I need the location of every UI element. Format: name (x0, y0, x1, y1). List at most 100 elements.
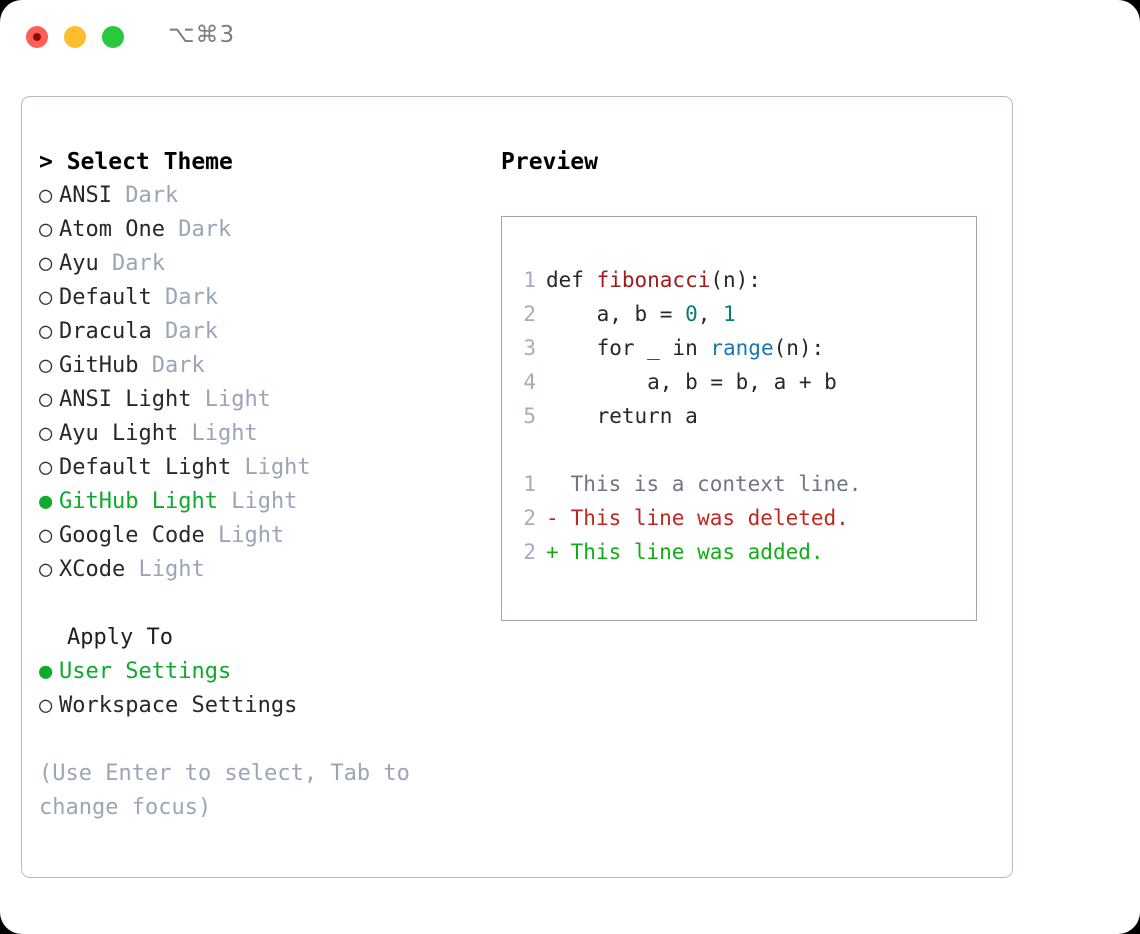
theme-name-label: GitHub Light (59, 489, 218, 514)
maximize-button[interactable] (102, 26, 124, 48)
apply-to-label: User Settings (59, 659, 232, 684)
theme-name-label: ANSI Light (59, 387, 192, 412)
code-token: range (710, 336, 774, 360)
theme-category-label: Light (231, 489, 298, 514)
preview-header: Preview (501, 149, 598, 175)
radio-unselected-icon: ○ (39, 693, 53, 718)
minimize-button[interactable] (64, 26, 86, 48)
line-number: 4 (523, 370, 536, 394)
radio-unselected-icon: ○ (39, 523, 53, 548)
radio-unselected-icon: ○ (39, 251, 53, 276)
theme-list-item[interactable]: ●GitHub Light Light (39, 485, 479, 519)
diff-line: 2- This line was deleted. (522, 501, 968, 535)
code-line: 3 for _ in range(n): (522, 331, 968, 365)
code-token: , (697, 302, 724, 326)
line-number: 2 (523, 506, 536, 530)
theme-list-item[interactable]: ○GitHub Dark (39, 349, 479, 383)
code-token: (n): (773, 336, 825, 360)
theme-category-label: Light (244, 455, 311, 480)
theme-category-label: Dark (112, 251, 165, 276)
code-line: 5 return a (522, 399, 968, 433)
apply-to-header: Apply To (67, 625, 173, 650)
radio-unselected-icon: ○ (39, 183, 53, 208)
radio-unselected-icon: ○ (39, 387, 53, 412)
theme-list-item[interactable]: ○Default Light Light (39, 451, 479, 485)
code-token: 0 (685, 302, 698, 326)
line-number: 2 (523, 540, 536, 564)
theme-name-label: Google Code (59, 523, 205, 548)
theme-list-item[interactable]: ○Dracula Dark (39, 315, 479, 349)
theme-name-label: XCode (59, 557, 126, 582)
theme-category-label: Dark (178, 217, 232, 242)
radio-unselected-icon: ○ (39, 421, 53, 446)
code-token: def (546, 268, 597, 292)
keyboard-shortcut-label: ⌥⌘3 (168, 22, 236, 48)
diff-text: This line was added. (570, 540, 824, 564)
diff-marker: - (546, 506, 559, 530)
theme-list-item[interactable]: ○ANSI Dark (39, 179, 479, 213)
theme-name-label: Default (59, 285, 152, 310)
select-theme-header: > Select Theme (39, 149, 233, 175)
code-token: 1 (723, 302, 736, 326)
theme-name-label: Atom One (59, 217, 165, 242)
radio-unselected-icon: ○ (39, 353, 53, 378)
theme-category-label: Dark (164, 285, 218, 310)
keyboard-hint-text: (Use Enter to select, Tab to change focu… (39, 761, 424, 820)
theme-name-label: Default Light (59, 455, 232, 480)
radio-unselected-icon: ○ (39, 285, 53, 310)
theme-list-item[interactable]: ○ANSI Light Light (39, 383, 479, 417)
theme-category-label: Dark (125, 183, 179, 208)
line-number: 3 (523, 336, 536, 360)
theme-name-label: Ayu (59, 251, 99, 276)
theme-name-label: ANSI (59, 183, 112, 208)
window-controls (26, 26, 124, 48)
apply-to-item[interactable]: ●User Settings (39, 655, 479, 689)
diff-marker: + (546, 540, 559, 564)
radio-unselected-icon: ○ (39, 455, 53, 480)
theme-name-label: GitHub (59, 353, 139, 378)
radio-selected-icon: ● (39, 489, 53, 514)
code-line: 2 a, b = 0, 1 (522, 297, 968, 331)
line-number: 5 (523, 404, 536, 428)
theme-list-item[interactable]: ○Ayu Light Light (39, 417, 479, 451)
code-token: a, b = (546, 302, 686, 326)
theme-list-item[interactable]: ○XCode Light (39, 553, 479, 587)
theme-name-label: Dracula (59, 319, 152, 344)
code-token: (n): (710, 268, 761, 292)
apply-to-list: ●User Settings○Workspace Settings (39, 655, 479, 723)
radio-unselected-icon: ○ (39, 217, 53, 242)
theme-category-label: Light (191, 421, 258, 446)
theme-list-item[interactable]: ○Ayu Dark (39, 247, 479, 281)
theme-list-item[interactable]: ○Google Code Light (39, 519, 479, 553)
apply-to-item[interactable]: ○Workspace Settings (39, 689, 479, 723)
code-token: return a (546, 404, 698, 428)
theme-category-label: Dark (151, 353, 205, 378)
diff-text: This line was deleted. (570, 506, 849, 530)
theme-category-label: Dark (164, 319, 218, 344)
theme-list-item[interactable]: ○Atom One Dark (39, 213, 479, 247)
apply-to-label: Workspace Settings (59, 693, 298, 718)
radio-unselected-icon: ○ (39, 319, 53, 344)
close-button[interactable] (26, 26, 48, 48)
theme-category-label: Light (138, 557, 205, 582)
radio-unselected-icon: ○ (39, 557, 53, 582)
radio-selected-icon: ● (39, 659, 53, 684)
title-bar: ⌥⌘3 (0, 0, 1140, 76)
diff-text: This is a context line. (570, 472, 862, 496)
theme-picker-column: > Select Theme ○ANSI Dark○Atom One Dark○… (39, 145, 479, 825)
line-number: 2 (523, 302, 536, 326)
theme-category-label: Light (204, 387, 271, 412)
diff-marker (546, 467, 558, 501)
theme-category-label: Light (217, 523, 285, 548)
code-token: for _ in (546, 336, 711, 360)
code-token: fibonacci (596, 268, 711, 292)
theme-list-item[interactable]: ○Default Dark (39, 281, 479, 315)
theme-list: ○ANSI Dark○Atom One Dark○Ayu Dark○Defaul… (39, 179, 479, 587)
code-line: 1 def fibonacci(n): (522, 263, 968, 297)
line-number: 1 (523, 268, 536, 292)
code-token: a, b = b, a + b (546, 370, 837, 394)
diff-line: 2 + This line was added. (522, 535, 968, 569)
